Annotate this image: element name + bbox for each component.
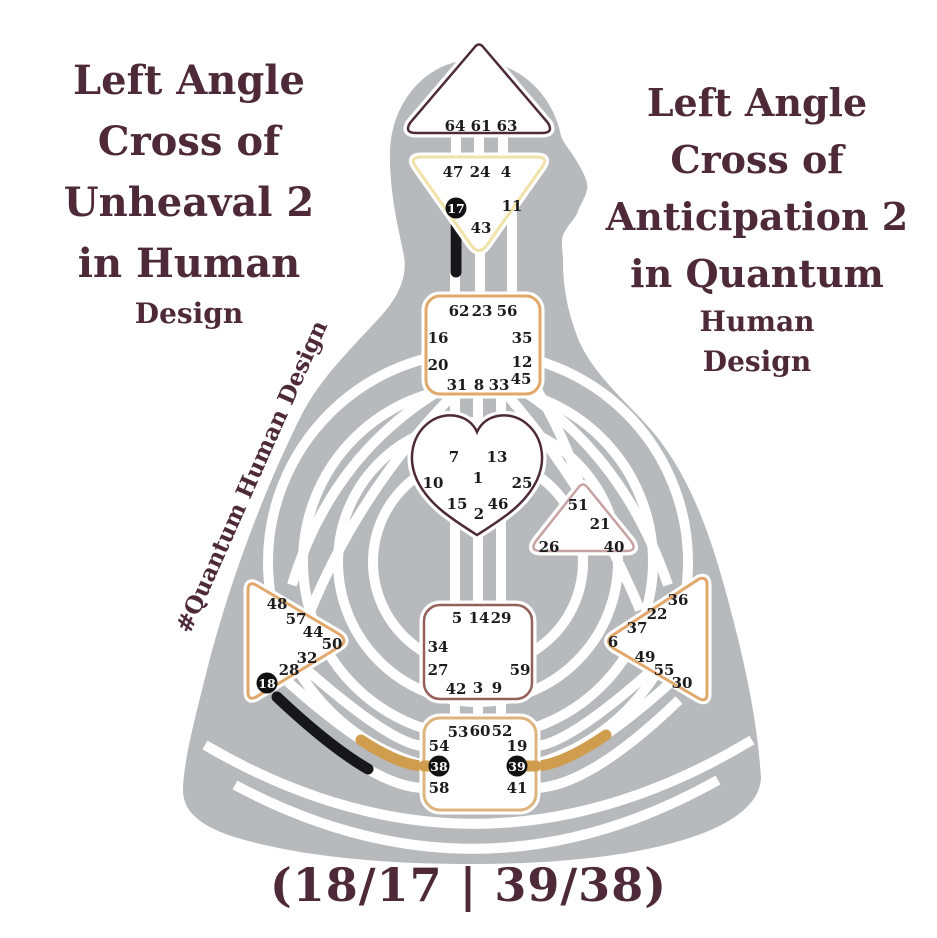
gate-22: 22 bbox=[647, 605, 668, 623]
left-title-line: in Human bbox=[77, 240, 301, 287]
gate-35: 35 bbox=[512, 329, 533, 347]
gate-50: 50 bbox=[322, 635, 343, 653]
gate-8: 8 bbox=[474, 376, 484, 394]
gate-27: 27 bbox=[428, 661, 449, 679]
gate-9: 9 bbox=[492, 679, 502, 697]
centers bbox=[243, 40, 712, 815]
gate-16: 16 bbox=[428, 329, 449, 347]
gate-18: 18 bbox=[258, 676, 276, 691]
gate-38-activation-channel bbox=[355, 734, 429, 772]
right-title-line: Cross of bbox=[670, 137, 844, 182]
gate-60: 60 bbox=[470, 722, 491, 740]
left-title: Left Angle Cross of Unheaval 2 in Human … bbox=[28, 50, 350, 334]
spleen-center bbox=[246, 582, 346, 700]
right-title-line: Anticipation 2 bbox=[605, 194, 909, 239]
gate-18-activation-channel bbox=[271, 691, 374, 775]
gate-64: 64 bbox=[445, 117, 466, 135]
gate-25: 25 bbox=[512, 474, 533, 492]
gate-43: 43 bbox=[471, 219, 492, 237]
gate-19: 19 bbox=[507, 737, 528, 755]
left-title-subline: Design bbox=[134, 297, 244, 330]
gate-23: 23 bbox=[472, 302, 493, 320]
gate-49: 49 bbox=[635, 648, 656, 666]
gate-30: 30 bbox=[672, 674, 693, 692]
gate-14: 14 bbox=[469, 609, 490, 627]
gate-38: 38 bbox=[430, 759, 448, 774]
gate-21: 21 bbox=[590, 515, 611, 533]
gate-5: 5 bbox=[452, 609, 462, 627]
gate-13: 13 bbox=[487, 448, 508, 466]
gate-24: 24 bbox=[470, 163, 491, 181]
gate-61: 61 bbox=[471, 117, 492, 135]
right-title-subline: Human bbox=[699, 305, 815, 338]
gate-7: 7 bbox=[449, 448, 459, 466]
gate-38-activation-dot bbox=[428, 755, 450, 777]
gate-18-activation-dot bbox=[256, 672, 278, 694]
gate-40: 40 bbox=[604, 538, 625, 556]
gate-62: 62 bbox=[449, 302, 470, 320]
head-center bbox=[406, 43, 552, 135]
gate-34: 34 bbox=[428, 638, 449, 656]
gate-53: 53 bbox=[448, 723, 469, 741]
gate-3: 3 bbox=[473, 679, 483, 697]
gate-20: 20 bbox=[428, 356, 449, 374]
left-title-line: Left Angle bbox=[73, 57, 305, 104]
gate-12: 12 bbox=[512, 353, 533, 371]
gate-6: 6 bbox=[608, 633, 618, 651]
right-title-subline: Design bbox=[702, 345, 812, 378]
gate-36: 36 bbox=[668, 591, 689, 609]
right-title-line: in Quantum bbox=[630, 251, 884, 296]
left-title-line: Unheaval 2 bbox=[63, 179, 315, 226]
gate-41: 41 bbox=[507, 779, 528, 797]
gate-33: 33 bbox=[489, 376, 510, 394]
right-title-line: Left Angle bbox=[646, 80, 868, 125]
ajna-center bbox=[411, 155, 547, 252]
gate-11: 11 bbox=[502, 197, 523, 215]
gate-44: 44 bbox=[303, 623, 324, 641]
gate-59: 59 bbox=[510, 661, 531, 679]
gate-51: 51 bbox=[568, 496, 589, 514]
gate-47: 47 bbox=[443, 163, 464, 181]
gate-58: 58 bbox=[429, 779, 450, 797]
gate-46: 46 bbox=[488, 495, 509, 513]
gate-15: 15 bbox=[447, 495, 468, 513]
gate-4: 4 bbox=[501, 163, 511, 181]
gate-17: 17 bbox=[447, 201, 464, 216]
gate-48: 48 bbox=[267, 595, 288, 613]
gate-29: 29 bbox=[491, 609, 512, 627]
gate-17-activation-dot bbox=[445, 197, 467, 219]
sacral-center bbox=[422, 603, 534, 701]
gate-45: 45 bbox=[511, 370, 532, 388]
will-center bbox=[532, 483, 635, 553]
gate-39-activation-dot bbox=[506, 755, 528, 777]
gate-32: 32 bbox=[297, 649, 318, 667]
gate-39: 39 bbox=[508, 759, 525, 774]
left-title-line: Cross of bbox=[97, 118, 281, 165]
g-center bbox=[410, 414, 544, 537]
gate-2: 2 bbox=[474, 505, 484, 523]
cross-notation: (18/17 | 39/38) bbox=[270, 858, 667, 912]
gate-54: 54 bbox=[429, 737, 450, 755]
gate-31: 31 bbox=[447, 376, 468, 394]
gate-52: 52 bbox=[492, 722, 513, 740]
gate-55: 55 bbox=[654, 661, 675, 679]
right-title: Left Angle Cross of Anticipation 2 in Qu… bbox=[583, 74, 931, 382]
gate-42: 42 bbox=[446, 680, 467, 698]
gate-37: 37 bbox=[627, 619, 648, 637]
gate-10: 10 bbox=[423, 474, 444, 492]
gate-63: 63 bbox=[497, 117, 518, 135]
gate-26: 26 bbox=[539, 538, 560, 556]
gate-28: 28 bbox=[279, 661, 300, 679]
gate-56: 56 bbox=[497, 302, 518, 320]
gate-1: 1 bbox=[473, 469, 483, 487]
throat-center bbox=[424, 294, 542, 396]
gate-57: 57 bbox=[286, 610, 307, 628]
solar-plexus-center bbox=[607, 576, 709, 702]
